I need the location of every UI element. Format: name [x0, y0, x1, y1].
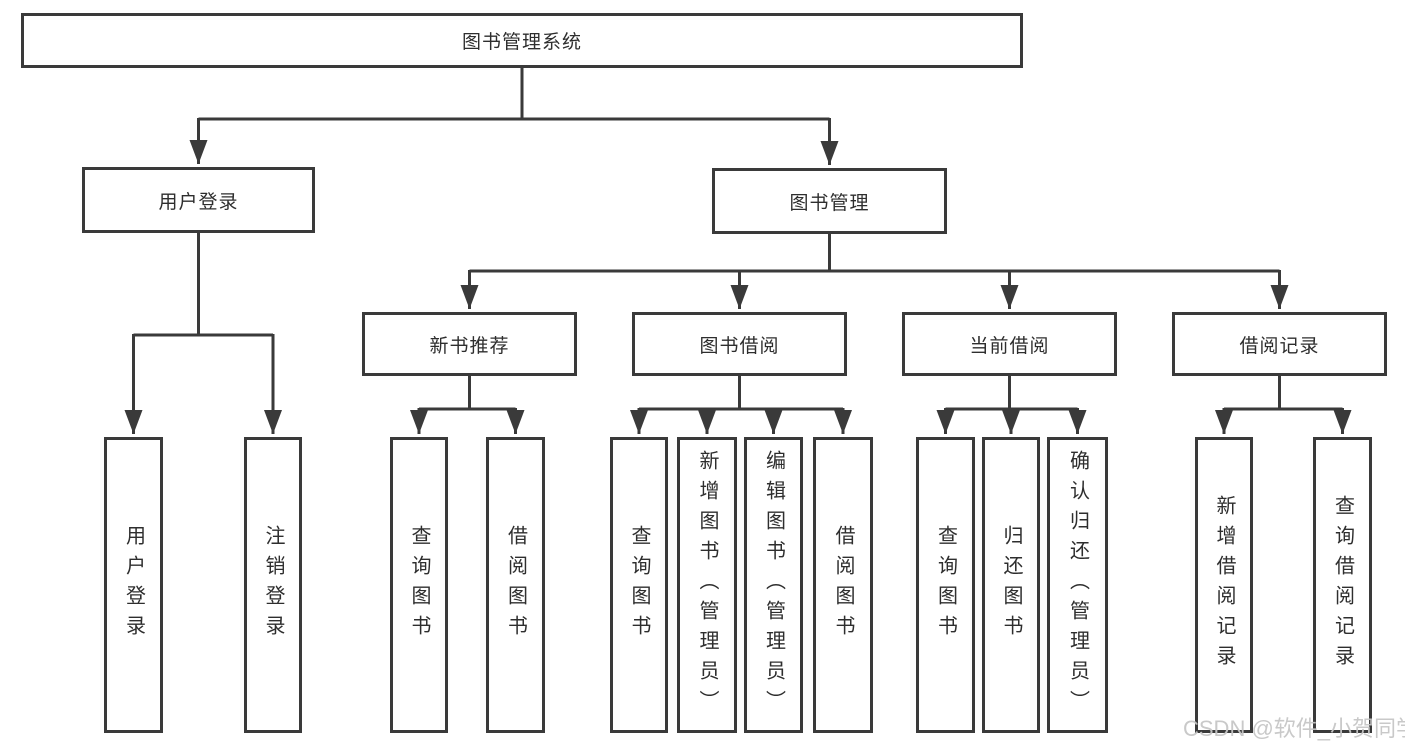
node-library-management-system: 图书管理系统: [21, 13, 1023, 68]
leaf-query-books-current-label: 查询图书: [934, 525, 957, 645]
node-user-login: 用户登录: [82, 167, 315, 233]
leaf-user-login: 用户登录: [104, 437, 163, 733]
leaf-confirm-return-admin: 确认归还（管理员）: [1047, 437, 1108, 733]
leaf-add-book-admin: 新增图书（管理员）: [677, 437, 737, 733]
node-user-login-label: 用户登录: [158, 191, 239, 213]
leaf-borrow-books-recommendation-label: 借阅图书: [504, 525, 527, 645]
leaf-query-books-borrowing-label: 查询图书: [628, 525, 650, 645]
leaf-logout: 注销登录: [244, 437, 302, 733]
leaf-query-borrow-record: 查询借阅记录: [1313, 437, 1372, 733]
node-new-book-recommendation: 新书推荐: [362, 312, 577, 376]
leaf-borrow-books-borrowing: 借阅图书: [813, 437, 873, 733]
leaf-borrow-books-borrowing-label: 借阅图书: [832, 525, 854, 645]
node-book-borrowing: 图书借阅: [632, 312, 847, 376]
leaf-add-book-admin-label: 新增图书（管理员）: [696, 450, 718, 720]
leaf-query-books-recommendation-label: 查询图书: [408, 525, 430, 645]
node-new-book-recommendation-label: 新书推荐: [429, 335, 510, 357]
leaf-edit-book-admin-label: 编辑图书（管理员）: [762, 450, 785, 720]
node-book-management: 图书管理: [712, 168, 947, 234]
node-library-management-system-label: 图书管理系统: [461, 32, 582, 53]
leaf-add-borrow-record-label: 新增借阅记录: [1213, 495, 1235, 675]
leaf-borrow-books-recommendation: 借阅图书: [486, 437, 545, 733]
leaf-edit-book-admin: 编辑图书（管理员）: [744, 437, 803, 733]
leaf-query-borrow-record-label: 查询借阅记录: [1331, 495, 1354, 675]
leaf-user-login-label: 用户登录: [122, 525, 145, 645]
node-book-management-label: 图书管理: [789, 192, 870, 214]
csdn-watermark: CSDN @软件_小贺同学: [1183, 716, 1405, 741]
node-borrowing-records: 借阅记录: [1172, 312, 1387, 376]
leaf-return-books-label: 归还图书: [1000, 525, 1022, 645]
node-borrowing-records-label: 借阅记录: [1239, 335, 1320, 357]
leaf-query-books-current: 查询图书: [916, 437, 975, 733]
node-current-borrowing-label: 当前借阅: [969, 335, 1050, 357]
leaf-confirm-return-admin-label: 确认归还（管理员）: [1066, 450, 1089, 720]
leaf-return-books: 归还图书: [982, 437, 1040, 733]
leaf-logout-label: 注销登录: [262, 525, 284, 645]
leaf-query-books-borrowing: 查询图书: [610, 437, 668, 733]
node-current-borrowing: 当前借阅: [902, 312, 1117, 376]
node-book-borrowing-label: 图书借阅: [699, 335, 780, 357]
leaf-add-borrow-record: 新增借阅记录: [1195, 437, 1253, 733]
leaf-query-books-recommendation: 查询图书: [390, 437, 448, 733]
